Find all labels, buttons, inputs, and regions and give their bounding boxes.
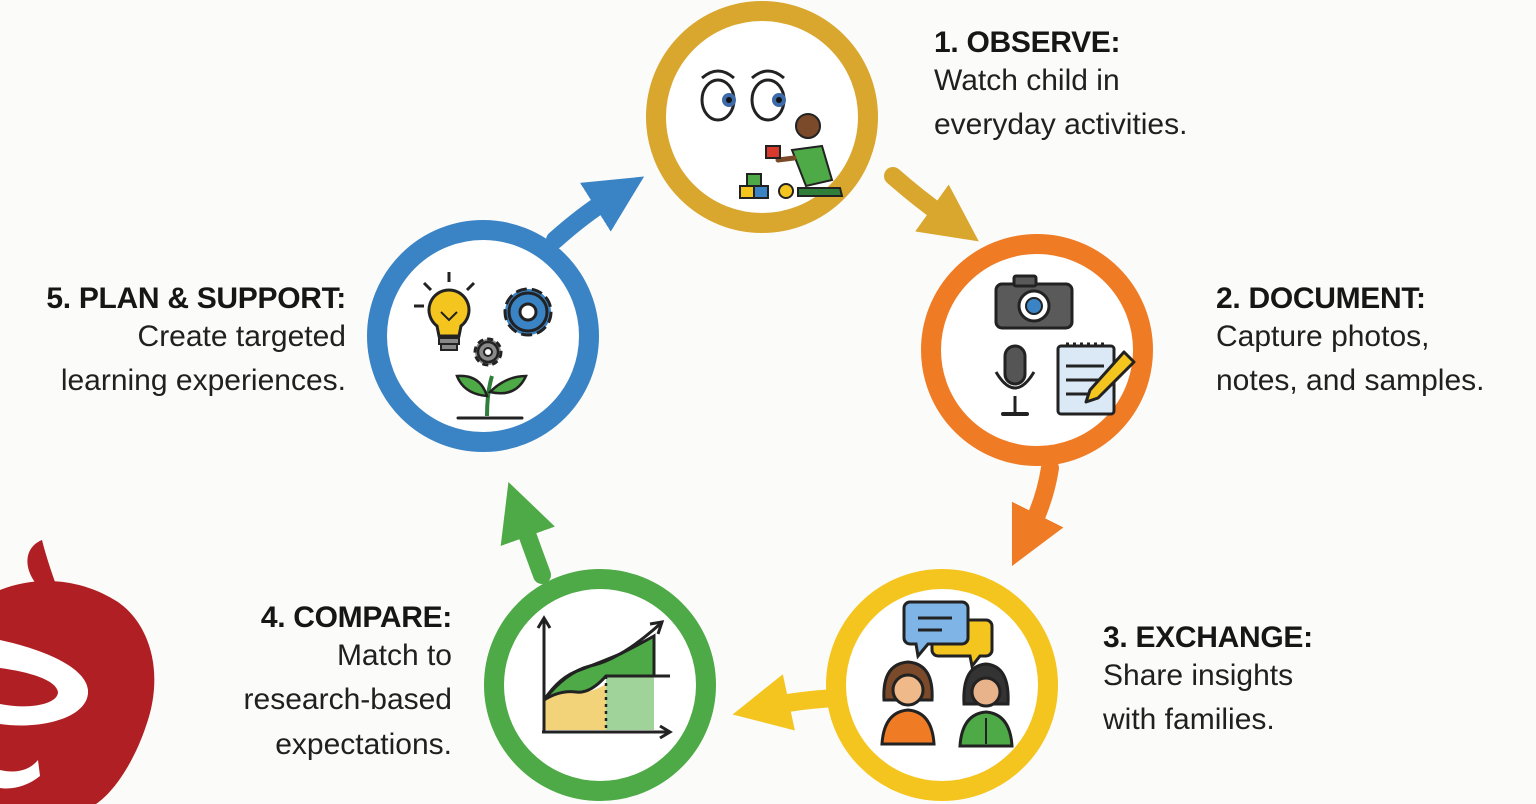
step-document-node xyxy=(921,234,1153,466)
step-exchange-title: 3. EXCHANGE: xyxy=(1103,621,1313,654)
step-plan-text: 5. PLAN & SUPPORT: Create targeted learn… xyxy=(10,282,346,404)
step-plan-line-2: learning experiences. xyxy=(60,364,346,398)
step-document-text: 2. DOCUMENT: Capture photos, notes, and … xyxy=(1216,282,1485,404)
step-compare-line-2: research-based xyxy=(243,683,452,717)
camera-microphone-notepad-icon xyxy=(994,274,1136,416)
growth-chart-icon xyxy=(536,615,673,740)
arrow-exchange-to-compare xyxy=(732,674,845,731)
step-plan-title: 5. PLAN & SUPPORT: xyxy=(46,282,346,315)
step-observe-title: 1. OBSERVE: xyxy=(934,26,1121,59)
step-exchange-node xyxy=(826,569,1058,801)
step-compare-text: 4. COMPARE: Match to research-based expe… xyxy=(160,601,453,767)
step-compare-line-1: Match to xyxy=(336,639,452,672)
step-document-line-2: notes, and samples. xyxy=(1216,364,1485,398)
step-exchange-line-2: with families. xyxy=(1103,703,1275,737)
step-observe-node xyxy=(646,1,878,233)
arrow-observe-to-document xyxy=(884,167,979,242)
step-compare-node xyxy=(484,569,716,801)
arrow-plan-to-observe xyxy=(546,176,645,249)
step-observe-line-2: everyday activities. xyxy=(934,108,1188,142)
arrow-document-to-exchange xyxy=(1011,459,1064,567)
step-exchange-line-1: Share insights xyxy=(1103,659,1294,692)
step-document-title: 2. DOCUMENT: xyxy=(1216,282,1426,315)
arrow-compare-to-plan xyxy=(500,482,555,584)
step-exchange-text: 3. EXCHANGE: Share insights with familie… xyxy=(1103,621,1313,743)
step-observe-text: 1. OBSERVE: Watch child in everyday acti… xyxy=(934,26,1187,148)
lightbulb-gears-sprout-icon xyxy=(414,272,553,420)
step-observe-line-1: Watch child in xyxy=(934,64,1120,97)
step-plan-node xyxy=(367,220,599,452)
step-compare-title: 4. COMPARE: xyxy=(260,601,452,634)
step-compare-line-3: expectations. xyxy=(275,727,452,761)
red-apple-logo xyxy=(0,540,155,804)
observing-eyes-child-playing-icon xyxy=(700,69,844,199)
step-plan-line-1: Create targeted xyxy=(137,320,346,353)
step-document-line-1: Capture photos, xyxy=(1216,320,1430,353)
speech-bubbles-people-icon xyxy=(880,600,1014,748)
